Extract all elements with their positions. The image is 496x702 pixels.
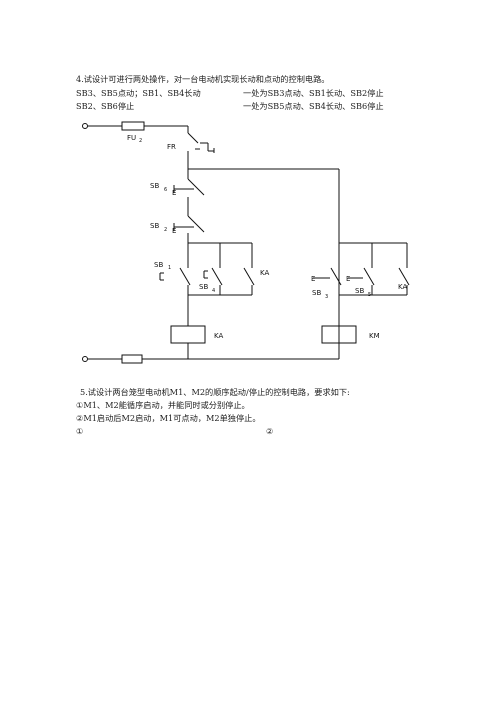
sb6-label-sub: 6	[164, 187, 167, 193]
sb3-button	[313, 267, 342, 286]
question-4-title: 4.试设计可进行两处操作，对一台电动机实现长动和点动的控制电路。	[76, 74, 330, 84]
answer-marker-1: ①	[76, 426, 84, 436]
bottom-terminal	[82, 356, 88, 362]
sb1-label: SB	[154, 261, 163, 269]
ka-coil-label: KA	[214, 332, 223, 340]
top-terminal	[82, 123, 88, 129]
sb2-label-sub: 2	[164, 227, 167, 233]
sb5-button	[348, 267, 375, 286]
km-coil-label: KM	[369, 332, 380, 340]
fuse-label: FU	[127, 134, 136, 142]
bottom-fuse	[121, 354, 143, 364]
sb1-label-sub: 1	[168, 265, 171, 271]
sb2-label: SB	[150, 222, 159, 230]
fuse-label-sub: 2	[139, 138, 142, 144]
sb6-stop-button	[173, 178, 205, 196]
question-5-requirement-2: ②M1启动后M2启动，M1可点动，M2单独停止。	[76, 413, 261, 423]
sb3-e-mark: E	[311, 275, 315, 283]
sb4-label-sub: 4	[212, 288, 215, 294]
sb6-e-mark: E	[172, 189, 176, 197]
sb5-e-mark: E	[346, 275, 350, 283]
answer-marker-2: ②	[266, 426, 274, 436]
sb5-label: SB	[355, 287, 364, 295]
question-4-line2-left: SB2、SB6停止	[76, 101, 135, 111]
fuse-fu2	[121, 121, 145, 131]
sb2-e-mark: E	[172, 227, 176, 235]
sb6-label: SB	[150, 182, 159, 190]
question-4-line1-right: 一处为SB3点动、SB1长动、SB2停止	[243, 88, 384, 98]
ka-contact2-label: KA	[398, 283, 407, 291]
sb1-button	[159, 267, 191, 286]
sb4-label: SB	[199, 283, 208, 291]
ka-contact-right	[398, 267, 410, 286]
fr-contact	[187, 132, 215, 153]
ka-contact-label: KA	[260, 269, 269, 277]
ka-coil	[170, 325, 206, 344]
question-4-line1-left: SB3、SB5点动；SB1、SB4长动	[76, 88, 201, 98]
question-5-requirement-1: ①M1、M2能循序启动，并能同时或分别停止。	[76, 400, 250, 410]
question-5-title: 5.试设计两台笼型电动机M1、M2的顺序起动/停止的控制电路，要求如下:	[80, 387, 350, 397]
sb4-button	[203, 267, 223, 286]
control-circuit-diagram: FU 2 FR SB 6 E SB 2 E	[82, 121, 410, 364]
sb2-stop-button	[173, 215, 205, 233]
sb3-label-sub: 3	[325, 294, 328, 300]
sb3-label: SB	[312, 289, 321, 297]
question-4-line2-right: 一处为SB5点动、SB4长动、SB6停止	[243, 101, 384, 111]
fr-label: FR	[167, 143, 176, 151]
km-coil	[321, 325, 357, 344]
ka-seal-contact	[243, 267, 255, 286]
